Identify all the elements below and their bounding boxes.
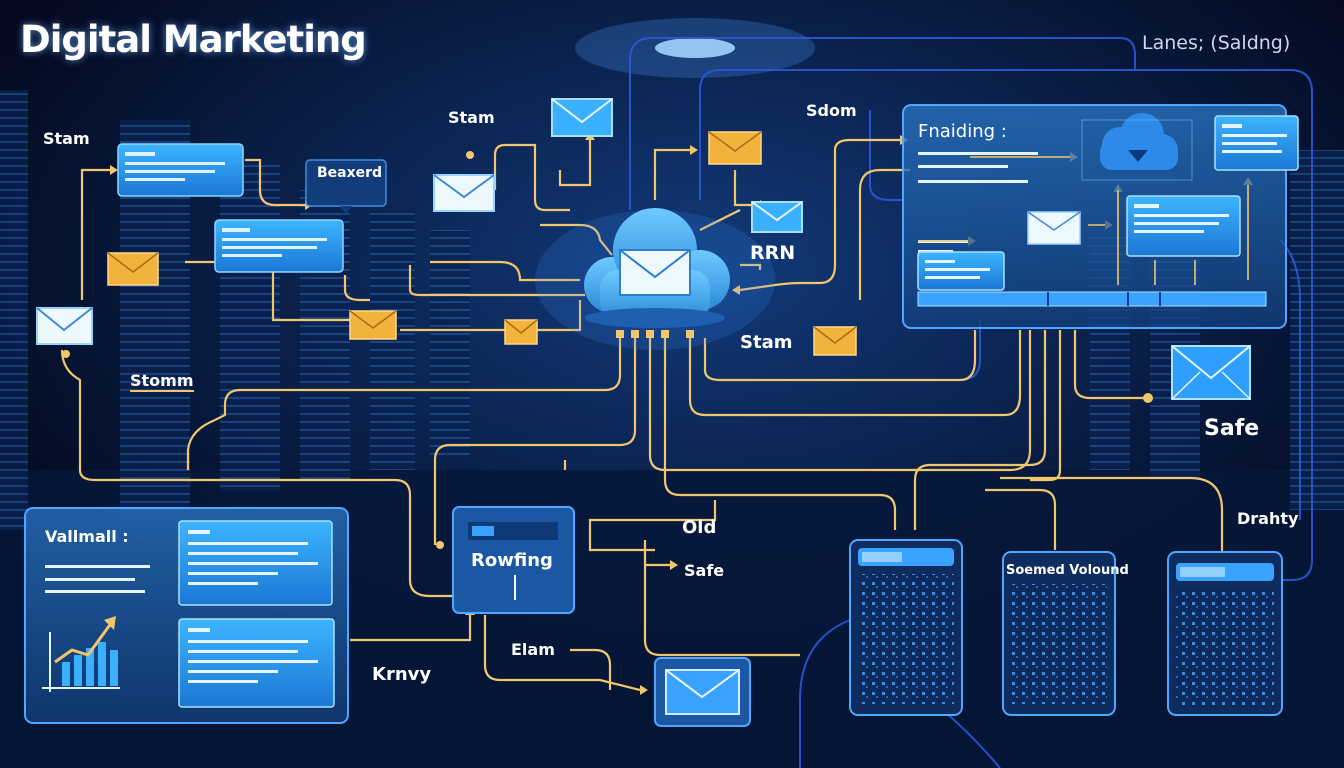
page-title: Digital Marketing <box>20 18 367 61</box>
server-rack-1 <box>849 539 963 716</box>
label-elam: Elam <box>511 640 555 659</box>
envelope-icon-right <box>1171 345 1251 400</box>
funding-panel <box>902 104 1299 329</box>
label-stomm: Stomm <box>130 371 194 392</box>
card-top-left <box>117 143 244 197</box>
label-safe-mid: Safe <box>684 561 725 580</box>
connector-dots <box>62 151 1153 549</box>
label-stam-top: Stam <box>448 108 495 127</box>
label-soemed-volound: Soemed Volound <box>1006 563 1129 578</box>
envelope-icon-bottom <box>654 657 751 727</box>
envelope-icon-gold-5 <box>813 326 857 356</box>
label-sdom: Sdom <box>806 101 857 120</box>
envelope-icon-left <box>36 307 93 345</box>
envelope-icon-gold-3 <box>504 319 538 345</box>
envelope-icon-gold-4 <box>708 131 762 165</box>
envelope-icon-gold-2 <box>349 310 397 340</box>
card-mid-left <box>214 219 344 273</box>
envelope-icon-upper <box>433 174 495 212</box>
server-rack-3 <box>1167 551 1283 716</box>
envelope-icon-gold-1 <box>107 252 159 286</box>
label-rrn: RRN <box>750 242 796 264</box>
gold-connectors <box>60 138 1224 692</box>
label-drahty: Drahty <box>1237 509 1299 528</box>
funding-panel-title: Fnaiding : <box>918 121 1007 142</box>
rowfing-panel <box>452 506 575 614</box>
rowfing-panel-title: Rowfing <box>471 550 553 571</box>
vallmall-panel-title: Vallmall : <box>45 527 129 546</box>
envelope-icon-blue-small <box>751 201 803 233</box>
corner-label: Lanes; (Saldng) <box>1142 32 1291 54</box>
envelope-icon-top <box>551 98 613 137</box>
boxed-callout <box>305 159 387 214</box>
label-krnvy: Krnvy <box>372 664 432 685</box>
vallmall-panel <box>24 507 349 724</box>
label-boxed: Beaxerd <box>317 165 383 181</box>
label-old: Old <box>682 517 717 538</box>
label-stam-mid: Stam <box>740 332 793 353</box>
label-safe-right: Safe <box>1204 416 1260 441</box>
server-rack-2 <box>1002 551 1116 716</box>
label-stam-left: Stam <box>43 129 90 148</box>
central-cloud-icon <box>535 208 775 350</box>
growth-chart-icon <box>42 616 120 692</box>
